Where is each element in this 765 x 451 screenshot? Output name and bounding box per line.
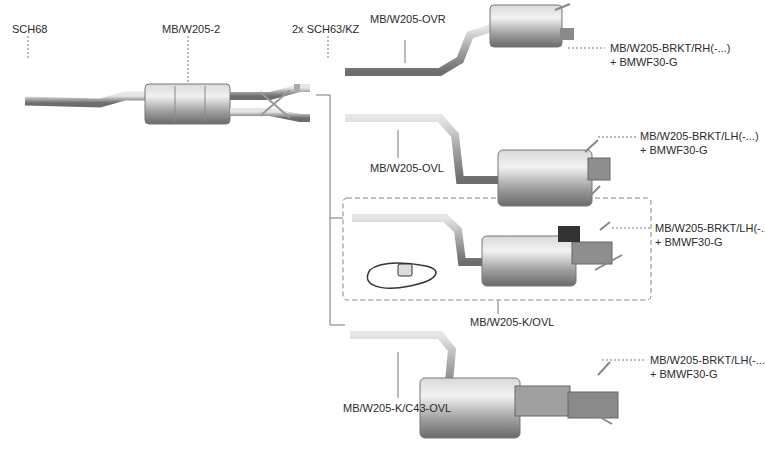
part-number: MB/W205-OVL	[370, 162, 444, 175]
part-number: + BMWF30-G	[640, 144, 708, 157]
leader-lines	[28, 36, 650, 360]
part-number: 2x SCH63/KZ	[292, 23, 359, 36]
part-number: SCH68	[12, 23, 47, 36]
part-number: + BMWF30-G	[655, 236, 723, 249]
part-number: MB/W205-BRKT/LH(-...)	[640, 130, 759, 143]
solid-leaders	[316, 40, 498, 398]
rear-muffler-flap	[352, 218, 622, 288]
rear-muffler-right	[345, 4, 574, 72]
part-number: MB/W205-K/OVL	[470, 316, 554, 329]
middle-section	[25, 84, 310, 124]
part-number: MB/W205-BRKT/LH(-...)	[650, 354, 765, 367]
dashed-frame	[343, 198, 651, 300]
part-number: + BMWF30-G	[650, 368, 718, 381]
part-number: MB/W205-BRKT/RH(-...)	[610, 42, 730, 55]
rear-muffler-c43	[350, 335, 618, 438]
rear-muffler-left	[345, 118, 610, 206]
part-number: MB/W205-2	[162, 23, 220, 36]
part-number: MB/W205-OVR	[370, 13, 446, 26]
part-number: MB/W205-K/C43-OVL	[343, 402, 451, 415]
part-number: + BMWF30-G	[610, 56, 678, 69]
part-number: MB/W205-BRKT/LH(-...)	[655, 222, 765, 235]
